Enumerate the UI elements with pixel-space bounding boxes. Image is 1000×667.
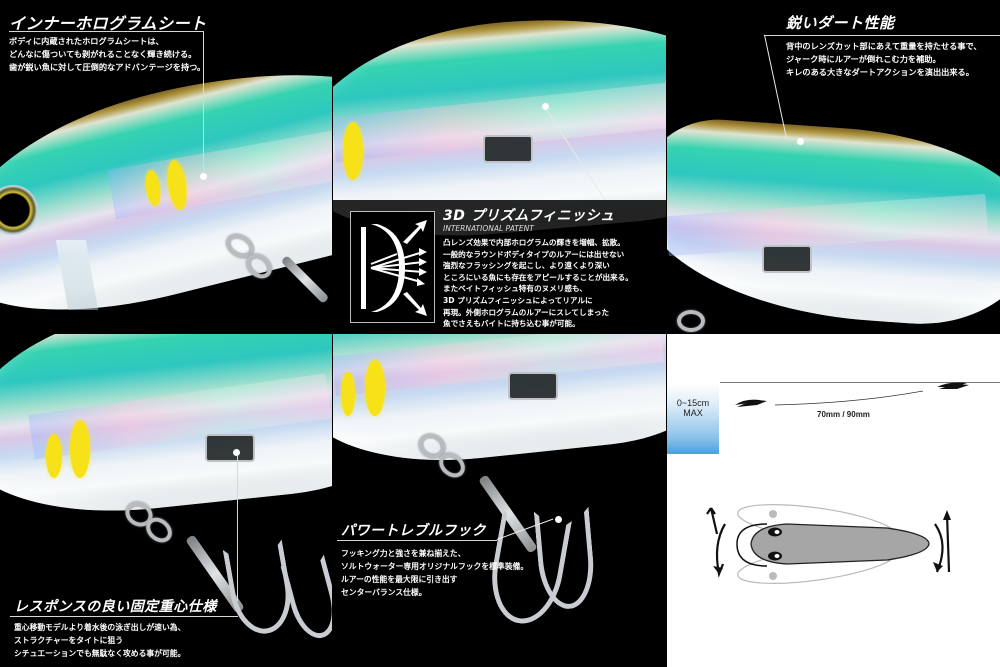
line-eyelet [205,434,255,462]
feature-title: パワートレブルフック [341,523,486,539]
title-underline [764,35,1000,36]
panel-treble-hook: パワートレブルフック フッキング力と強さを兼ね揃えた、 ソルトウォーター専用オリ… [333,334,666,667]
dart-path-diagram [735,382,969,407]
feature-title: 鋭いダート性能 [786,14,895,32]
callout-point [233,449,240,456]
panel-fixed-weight: レスポンスの良い固定重心仕様 重心移動モデルより着水後の泳ぎ出しが速い為、 スト… [0,334,332,667]
feature-description: ボディに内蔵されたホログラムシートは、 どんなに傷ついても剥がれることなく輝き続… [9,36,206,72]
feature-description: フッキング力と強さを兼ね揃えた、 ソルトウォーター専用オリジナルフックを標準装備… [341,549,529,597]
callout-point [797,138,804,145]
prism-reflection-icon [350,211,435,323]
title-underline [9,31,203,32]
feature-description: 重心移動モデルより着水後の泳ぎ出しが速い為、 ストラクチャーをタイトに狙う シチ… [14,623,186,658]
hook-shank [280,255,330,304]
callout-point [542,103,549,110]
yellow-spot [365,360,385,416]
line-eyelet [508,372,558,400]
feature-title: インナーホログラムシート [9,14,207,33]
title-underline [10,616,238,617]
split-ring [677,310,705,332]
callout-leader [203,31,204,173]
yellow-spot [343,122,363,180]
depth-range-label: 0~15cm [676,398,710,408]
size-label: 70mm / 90mm [817,410,870,419]
feature-description: 凸レンズ効果で内部ホログラムの輝きを増幅、拡散。 一般的なラウンドボディタイプの… [443,238,633,329]
feature-subtitle: INTERNATIONAL PATENT [443,224,534,233]
water-surface-line [720,382,1000,383]
callout-point [555,516,562,523]
line-eyelet [483,135,533,163]
feature-description: 背中のレンズカット部にあえて重量を持たせる事で、 ジャーク時にルアーが倒れこむ力… [786,41,982,77]
panel-3d-prism: 3D プリズムフィニッシュ INTERNATIONAL PATENT 凸レンズ効… [333,0,666,333]
line-eyelet [762,245,812,273]
feature-title: レスポンスの良い固定重心仕様 [14,599,217,615]
depth-max-label: MAX [683,408,703,418]
yellow-spot [341,372,355,416]
lure-top-view-icon [706,504,951,584]
callout-leader [237,456,238,601]
panel-swim-diagram: 0~15cm MAX 70mm / 90mm [667,334,1000,667]
feature-title: 3D プリズムフィニッシュ [443,208,615,224]
yellow-spot [70,420,90,478]
callout-point [200,173,207,180]
title-underline [337,540,497,541]
panel-inner-hologram: インナーホログラムシート ボディに内蔵されたホログラムシートは、 どんなに傷つい… [0,0,332,333]
panel-dart-performance: 鋭いダート性能 背中のレンズカット部にあえて重量を持たせる事で、 ジャーク時にル… [667,0,1000,333]
yellow-spot [46,434,62,478]
depth-range-box: 0~15cm MAX [667,384,719,454]
